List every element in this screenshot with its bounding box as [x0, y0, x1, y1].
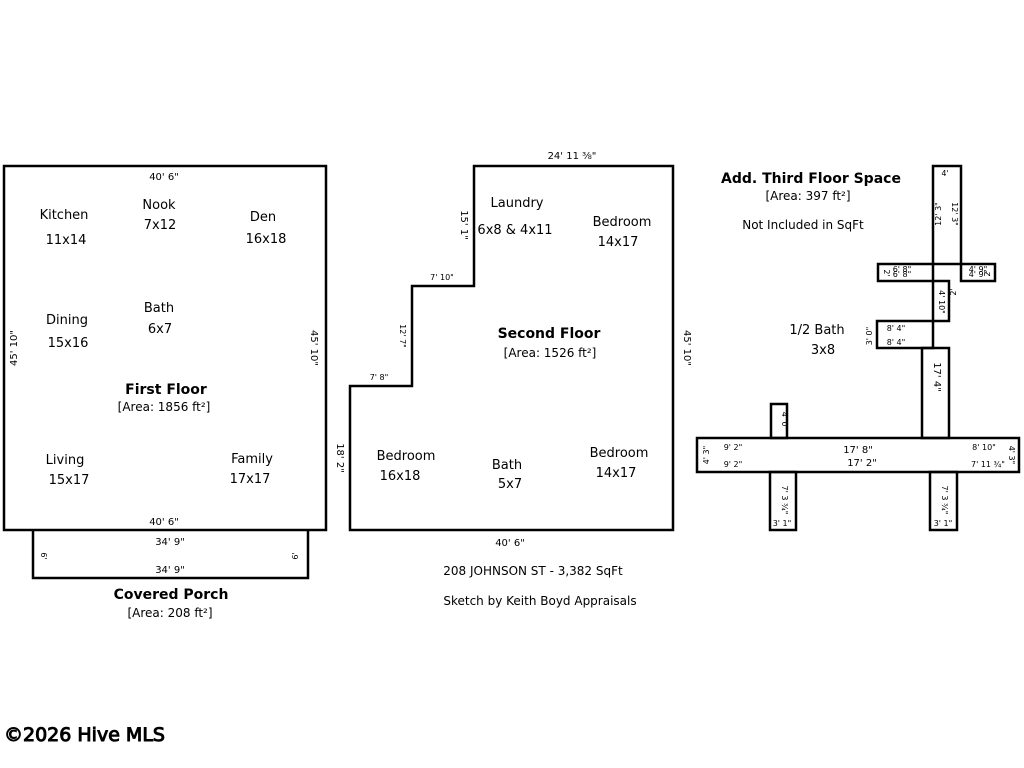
first-floor-plan: 40' 6" 40' 6" 45' 10" 45' 10" Kitchen 11… [2, 164, 328, 532]
dim-bar-top-mid: 17' 8" [843, 445, 873, 456]
room-label: Bedroom [590, 446, 649, 461]
sketch-credit: Sketch by Keith Boyd Appraisals [443, 594, 636, 608]
third-floor-leg-left [768, 470, 798, 532]
dim-bar-right-end: 4' 3" [1007, 446, 1016, 465]
dim-upper-stem-left: 12' 3" [934, 202, 943, 226]
dim-left-arm-bottom: 6' 8" [893, 270, 912, 279]
dim-bar-bottom-right: 7' 11 ¾" [971, 460, 1005, 469]
covered-porch-plan: 34' 9" 34' 9" 6' 6' Covered Porch [Area:… [31, 531, 310, 620]
porch-dim-left: 6' [39, 552, 48, 559]
room-label: Bath [144, 301, 174, 316]
third-floor-bath-bump [875, 319, 935, 350]
second-floor-dim-top: 24' 11 ⅜" [548, 151, 597, 162]
second-floor-area: [Area: 1526 ft²] [504, 346, 597, 360]
half-bath-size: 3x8 [811, 343, 835, 358]
dim-mid-stem-upper: 4' 10" [937, 290, 946, 314]
second-floor-title: Second Floor [498, 326, 601, 342]
dim-down-right: 7' 3 ¾" [940, 486, 949, 515]
room-size: 5x7 [498, 477, 522, 492]
second-floor-dim-step-upper-v: 15' 1" [458, 210, 469, 240]
second-floor-plan: 24' 11 ⅜" 40' 6" 45' 10" 15' 1" 7' 10" 1… [334, 151, 692, 549]
dim-upper-stem-right: 12' 3" [950, 202, 959, 226]
porch-dim-right: 6' [291, 552, 300, 559]
third-floor-bar [695, 436, 1021, 474]
first-floor-outline [2, 164, 328, 532]
dim-right-arm-top: 4' 9" [969, 265, 988, 274]
third-floor-note: Not Included in SqFt [742, 218, 864, 232]
dim-down-right-bottom: 3' 1" [934, 519, 953, 528]
room-size: 7x12 [144, 218, 177, 233]
room-size: 11x14 [46, 233, 87, 248]
room-label: Dining [46, 313, 88, 328]
second-floor-outline [348, 164, 675, 532]
dim-top-cap: 4' [941, 169, 948, 178]
room-label: Kitchen [40, 208, 89, 223]
first-floor-area: [Area: 1856 ft²] [118, 400, 211, 414]
dim-bar-bottom-mid: 17' 2" [847, 458, 877, 469]
second-floor-dim-step-mid-v: 12' 7" [398, 324, 407, 348]
porch-outline [31, 531, 310, 580]
dim-bar-left-end: 4' 3" [702, 446, 711, 465]
first-floor-dim-bottom: 40' 6" [149, 517, 179, 528]
room-label: Laundry [491, 196, 544, 211]
third-floor-area: [Area: 397 ft²] [765, 189, 850, 203]
room-label: Living [46, 453, 85, 468]
second-floor-dim-bottom: 40' 6" [495, 538, 525, 549]
dim-down-left-bottom: 3' 1" [773, 519, 792, 528]
dim-bath-bottom: 8' 4" [887, 338, 906, 347]
room-label: Bedroom [377, 449, 436, 464]
second-floor-dim-step-upper-h: 7' 10" [430, 273, 454, 282]
room-size: 17x17 [230, 472, 271, 487]
dim-mid-stem-right: 2' [949, 288, 958, 295]
room-size: 15x17 [49, 473, 90, 488]
room-size: 15x16 [48, 336, 89, 351]
room-size: 6x8 & 4x11 [477, 223, 552, 238]
dim-small-up: 4' 0" [780, 412, 789, 431]
room-label: Bedroom [593, 215, 652, 230]
dim-right-arm-end: 2' [983, 269, 992, 276]
dim-bath-top: 8' 4" [887, 324, 906, 333]
third-floor-nub [769, 402, 789, 440]
half-bath-label: 1/2 Bath [789, 323, 844, 338]
room-size: 16x18 [246, 232, 287, 247]
address-summary: 208 JOHNSON ST - 3,382 SqFt [443, 564, 623, 578]
third-floor-right-arm [959, 262, 997, 283]
room-label: Den [250, 210, 276, 225]
mls-watermark: ©2026 Hive MLS [4, 724, 165, 746]
room-size: 14x17 [596, 466, 637, 481]
second-floor-dim-step-lower-h: 7' 8" [370, 373, 389, 382]
porch-dim-top: 34' 9" [155, 537, 185, 548]
dim-bath-left: 3' 0" [865, 327, 874, 346]
dim-right-arm-bottom: 4' 9" [969, 270, 988, 279]
dim-left-arm-top: 6' 8" [893, 265, 912, 274]
porch-title: Covered Porch [114, 587, 229, 603]
first-floor-title: First Floor [125, 382, 207, 398]
dim-bar-top-left: 9' 2" [724, 443, 743, 452]
room-size: 16x18 [380, 469, 421, 484]
room-size: 6x7 [148, 322, 172, 337]
first-floor-dim-top: 40' 6" [149, 172, 179, 183]
room-label: Family [231, 452, 273, 467]
second-floor-dim-right: 45' 10" [681, 330, 692, 366]
second-floor-dim-step-lower-v: 18' 2" [334, 443, 345, 473]
third-floor-plan: Add. Third Floor Space [Area: 397 ft²] N… [695, 164, 1021, 532]
dim-down-left: 7' 3 ¾" [780, 486, 789, 515]
third-floor-left-arm [876, 262, 935, 283]
room-label: Nook [142, 198, 176, 213]
dim-left-arm-end: 2' [882, 269, 891, 276]
third-floor-upper-stem [931, 164, 963, 266]
third-floor-title: Add. Third Floor Space [721, 171, 901, 187]
third-floor-leg-right [928, 470, 959, 532]
porch-area: [Area: 208 ft²] [127, 606, 212, 620]
dim-bar-top-right: 8' 10" [972, 443, 996, 452]
room-size: 14x17 [598, 235, 639, 250]
third-floor-mid-stem [931, 279, 951, 323]
dim-mid-stem-long: 17' 4" [931, 362, 942, 392]
porch-dim-bottom: 34' 9" [155, 565, 185, 576]
first-floor-dim-right: 45' 10" [308, 330, 319, 366]
first-floor-dim-left: 45' 10" [9, 330, 20, 366]
room-label: Bath [492, 458, 522, 473]
dim-bar-bottom-left: 9' 2" [724, 460, 743, 469]
